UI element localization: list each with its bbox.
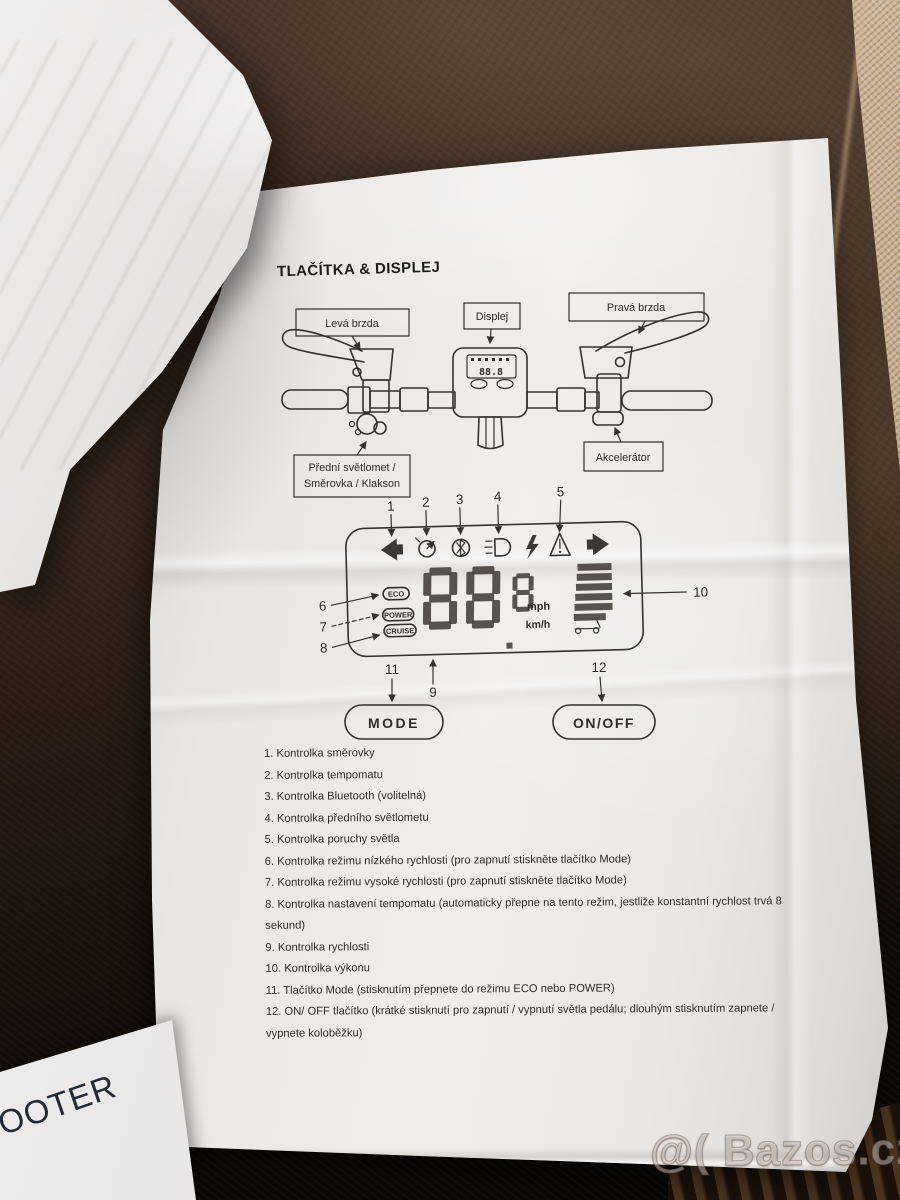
cruise-badge: CRUISE [386, 626, 415, 636]
svg-text:4: 4 [494, 489, 502, 504]
lcd-display-schematic: ECO POWER CRUISE mph km/h [319, 484, 708, 658]
callout-9: 9 [429, 685, 437, 700]
speed-digits [421, 565, 535, 649]
label-display: Displej [476, 311, 508, 323]
handlebar-label-boxes: Levá brzda Displej Pravá brzda Přední sv… [293, 292, 705, 498]
label-front-light-1: Přední světlomet / [308, 462, 395, 474]
svg-text:7: 7 [319, 619, 327, 634]
svg-text:6: 6 [319, 598, 327, 613]
eco-badge: ECO [388, 589, 405, 598]
turn-left-icon [380, 538, 404, 561]
mode-button: MODE [344, 704, 444, 740]
callout-11: 11 [385, 662, 399, 677]
handlebar-screen-reading: 88.8 [479, 367, 503, 378]
unit-kmh: km/h [526, 619, 551, 632]
onoff-button: ON/OFF [552, 704, 656, 740]
diagram-svg: 88.8 Levá brzda Displej Pravá brzda [281, 292, 713, 740]
svg-text:ON/OFF: ON/OFF [573, 715, 635, 731]
svg-text:3: 3 [456, 492, 464, 507]
unit-mph: mph [527, 601, 551, 614]
label-accelerator: Akcelerátor [596, 452, 651, 464]
scooter-icon [574, 619, 601, 635]
svg-text:MODE: MODE [368, 715, 420, 731]
warning-triangle-icon [549, 532, 571, 557]
svg-text:2: 2 [422, 495, 430, 510]
battery-gauge-icon [573, 562, 613, 621]
label-arrows [351, 320, 646, 456]
callout-10: 10 [693, 584, 708, 599]
callout-arrow-10 [623, 589, 687, 598]
handlebar-display-unit: 88.8 [452, 347, 528, 450]
svg-text:5: 5 [557, 484, 565, 499]
left-brake-lever [281, 328, 394, 413]
throttle [592, 373, 624, 426]
lightning-icon [525, 534, 539, 560]
svg-text:1: 1 [387, 499, 395, 514]
mode-badges: ECO POWER CRUISE [381, 586, 417, 638]
label-right-brake: Pravá brzda [607, 302, 665, 314]
bluetooth-icon [451, 538, 471, 558]
bazos-watermark: @( Bazos.cz [649, 1124, 900, 1177]
handlebar-drawing: 88.8 Levá brzda Displej Pravá brzda [281, 292, 713, 498]
callout-arrows-top [387, 499, 564, 537]
label-front-light-2: Směrovka / Klakson [304, 478, 400, 490]
callout-arrow-12 [597, 676, 606, 703]
callouts-left: 6 7 8 [319, 598, 328, 655]
turn-right-icon [586, 533, 609, 556]
label-left-brake: Levá brzda [325, 318, 378, 330]
power-badge: POWER [384, 610, 413, 620]
bell-horn-icon [348, 413, 387, 436]
headlight-icon [484, 538, 512, 557]
callouts-top: 1 2 3 4 5 [387, 484, 565, 514]
callout-12: 12 [591, 660, 606, 675]
callout-arrows-left [330, 592, 381, 648]
svg-text:8: 8 [320, 640, 328, 655]
cruise-control-icon [415, 537, 436, 558]
display-icon-row [380, 532, 609, 561]
